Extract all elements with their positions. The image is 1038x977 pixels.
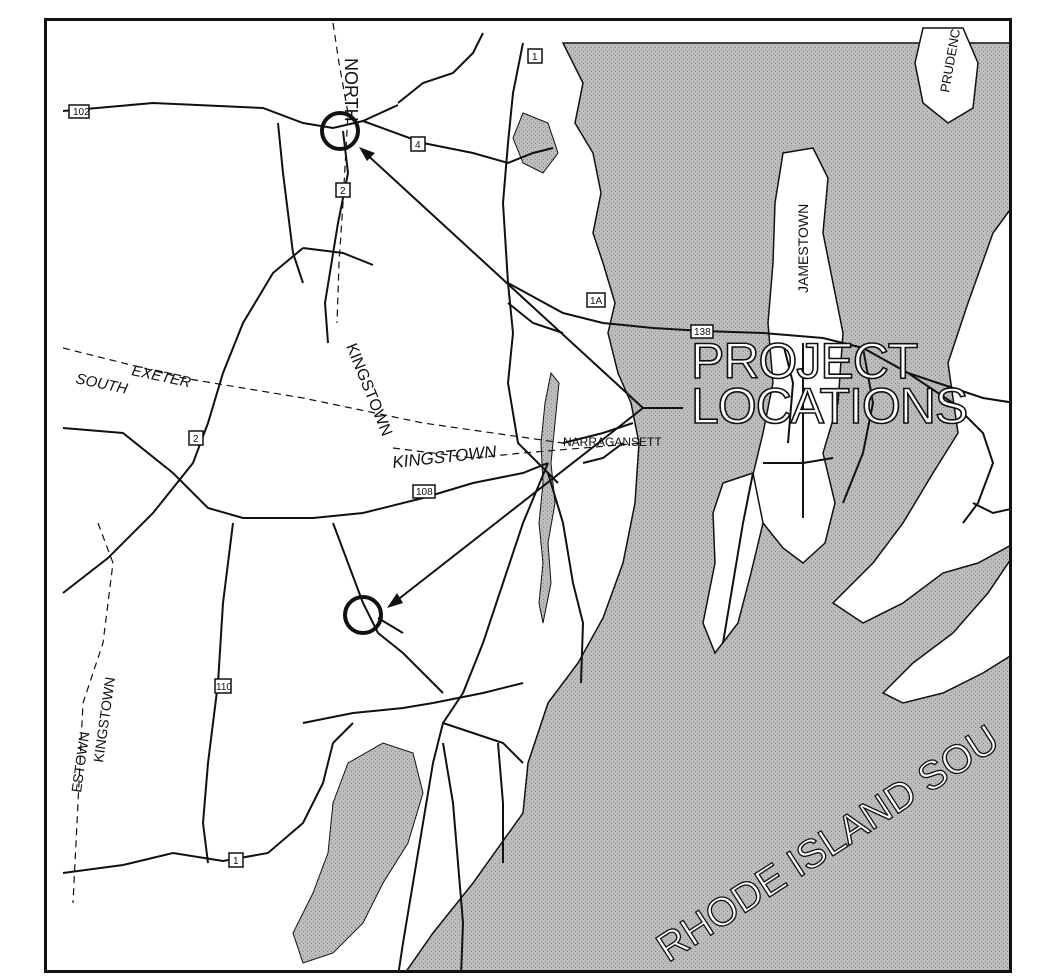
svg-text:1A: 1A (590, 296, 603, 307)
pointer-arrows (362, 150, 683, 606)
label-north: NORTH (341, 58, 361, 122)
label-exeter: EXETER (130, 362, 192, 391)
label-jamestown: JAMESTOWN (795, 204, 811, 293)
east-shore-land (881, 560, 1009, 704)
svg-text:110: 110 (216, 682, 232, 693)
route-shield-102: 102 (68, 104, 90, 119)
svg-text:108: 108 (416, 487, 433, 498)
route-shield-108: 108 (412, 484, 436, 499)
project-location-north[interactable] (320, 111, 360, 151)
label-kingstown-mid: KINGSTOWN (391, 442, 498, 472)
svg-text:2: 2 (193, 434, 199, 445)
route-shield-2-west: 2 (188, 430, 204, 446)
pettaquamscutt-river (538, 371, 560, 624)
svg-text:138: 138 (694, 327, 711, 338)
jamestown-tail (702, 472, 764, 655)
svg-text:1: 1 (532, 52, 538, 63)
label-south: SOUTH (74, 370, 129, 398)
route-shield-1-north: 1 (527, 48, 543, 64)
svg-text:4: 4 (415, 140, 421, 151)
label-estown: ESTOWN (68, 731, 92, 794)
label-narragansett: NARRAGANSETT (563, 435, 662, 449)
project-location-south[interactable] (343, 595, 383, 635)
salt-pond (292, 742, 424, 964)
arrowhead-north (359, 147, 375, 161)
map-canvas[interactable]: 102 4 2 1 1A 138 108 110 2 1 NORTH PRUDE… (47, 21, 1012, 973)
route-shield-110: 110 (214, 678, 232, 694)
water-body (406, 42, 1009, 970)
roads (62, 32, 1009, 970)
svg-text:2: 2 (340, 186, 346, 197)
svg-text:102: 102 (73, 107, 90, 118)
arrowhead-south (387, 593, 403, 608)
label-west-kingstown: KINGSTOWN (90, 676, 118, 763)
label-kingstown-upper: KINGSTOWN (342, 341, 395, 439)
callout-project: PROJECT (691, 333, 918, 389)
callout-locations: LOCATIONS (691, 378, 967, 434)
route-shield-1-south: 1 (228, 852, 244, 868)
route-shield-4: 4 (410, 136, 426, 152)
svg-text:1: 1 (233, 856, 239, 867)
route-shield-2-north: 2 (335, 182, 351, 198)
map-frame: 102 4 2 1 1A 138 108 110 2 1 NORTH PRUDE… (44, 18, 1012, 973)
wickford-harbor (512, 112, 559, 174)
prudence-island (914, 27, 979, 124)
route-shield-1a: 1A (586, 292, 606, 308)
route-shield-138: 138 (690, 324, 714, 339)
